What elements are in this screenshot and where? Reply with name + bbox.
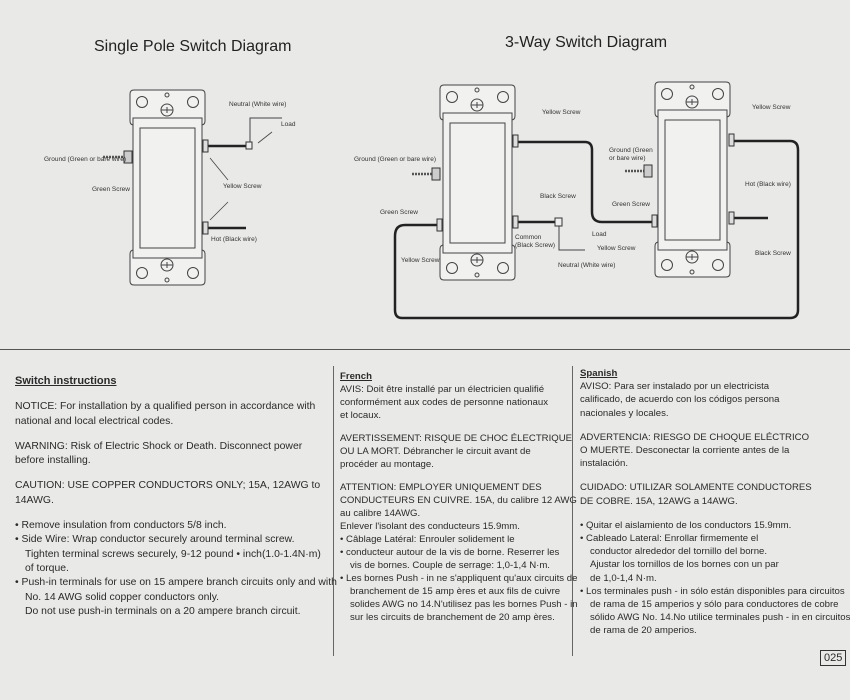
instruction-line: Do not use push-in terminals on a 20 amp… (25, 605, 301, 617)
instructions-spanish: Spanish AVISO: Para ser instalado por un… (580, 367, 850, 638)
label-green-screw-left: Green Screw (380, 209, 418, 216)
instruction-line: sur les circuits de branchement de 20 am… (350, 612, 555, 623)
instruction-line: nacionales y locales. (580, 407, 669, 419)
instruction-line: ADVERTENCIA: RIESGO DE CHOQUE ELÉCTRICO (580, 431, 810, 443)
page-number: 025 (820, 650, 847, 666)
instruction-line: of torque. (25, 562, 69, 574)
instruction-line: sólido AWG No. 14.No utilice terminales … (590, 612, 850, 624)
instruction-line: O MUERTE. Desconectar la corriente antes… (580, 445, 790, 457)
label-ground-left: Ground (Green or bare wire) (354, 156, 436, 163)
instruction-line: conformément aux codes de personne natio… (340, 397, 548, 408)
label-neutral: Neutral (White wire) (229, 101, 286, 108)
label-hot: Hot (Black wire) (211, 236, 257, 243)
instruction-line: before installing. (15, 455, 91, 467)
section-divider (0, 349, 850, 350)
paragraph-gap (580, 470, 850, 481)
paragraph-gap (340, 471, 578, 481)
wiring-diagrams: Neutral (White wire) Load Ground (Green … (44, 81, 800, 320)
paragraph-gap (15, 508, 337, 519)
instruction-line: AVISO: Para ser instalado por un electri… (580, 381, 770, 393)
label-green-screw: Green Screw (92, 186, 130, 193)
instruction-line: instalación. (580, 458, 628, 470)
instruction-line: • Cableado Lateral: Enrollar firmemente … (580, 533, 759, 545)
instruction-line: de rama de 15 amperios y sólo para condu… (590, 599, 839, 611)
label-green-screw-right: Green Screw (612, 201, 650, 208)
label-ground-right: Ground (Green (609, 147, 653, 154)
instruction-line: CONDUCTEURS EN CUIVRE. 15A, du calibre 1… (340, 495, 577, 506)
heading-english: Switch instructions (15, 375, 117, 387)
paragraph-gap (15, 429, 337, 440)
instruction-line: • Side Wire: Wrap conductor securely aro… (15, 534, 295, 546)
label-ground: Ground (Green or bare wire) (44, 156, 126, 163)
paragraph-gap (15, 468, 337, 479)
instruction-line: calificado, de acuerdo con los códigos p… (580, 394, 780, 406)
instruction-line: CUIDADO: UTILIZAR SOLAMENTE CONDUCTORES (580, 482, 812, 494)
instruction-line: de 1,0-1,4 N·m. (590, 572, 657, 584)
instruction-line: au calibre 14AWG. (340, 508, 421, 519)
instruction-line: de rama de 20 amperios. (590, 625, 697, 637)
instruction-line: conductor alrededor del tornillo del bor… (590, 546, 768, 558)
label-common-black-screw: (Black Screw) (515, 242, 555, 249)
instruction-line: DE COBRE. 15A, 12AWG a 14AWG. (580, 495, 738, 507)
instruction-line: WARNING: Risk of Electric Shock or Death… (15, 440, 303, 452)
single-pole-title: Single Pole Switch Diagram (94, 38, 292, 55)
instruction-line: procéder au montage. (340, 459, 434, 470)
column-divider (572, 366, 573, 656)
label-yellow-screw-right-top: Yellow Screw (752, 104, 791, 111)
instruction-line: national and local electrical codes. (15, 415, 174, 427)
instruction-line: branchement de 15 amp ères et aux fils d… (350, 586, 561, 597)
single-pole-switch: Neutral (White wire) Load Ground (Green … (44, 89, 296, 286)
paragraph-gap (580, 420, 850, 431)
instruction-line: • Push-in terminals for use on 15 ampere… (15, 577, 337, 589)
instruction-line: ATTENTION: EMPLOYER UNIQUEMENT DES (340, 482, 542, 493)
paragraph-gap (340, 422, 578, 432)
instruction-line: • Los terminales push - in sólo están di… (580, 585, 845, 597)
three-way-switches: Yellow Screw Ground (Green or bare wire)… (354, 81, 800, 320)
instruction-line: Tighten terminal screws securely, 9-12 p… (25, 548, 321, 560)
instruction-line: 14AWG. (15, 494, 54, 506)
instruction-line: AVIS: Doit être installé par un électric… (340, 384, 545, 395)
label-neutral-3way: Neutral (White wire) (558, 262, 615, 269)
instruction-line: OU LA MORT. Débrancher le circuit avant … (340, 446, 531, 457)
instruction-line: et locaux. (340, 410, 382, 421)
instruction-line: • Les bornes Push - in ne s'appliquent q… (340, 573, 578, 584)
instruction-line: • conducteur autour de la vis de borne. … (340, 547, 560, 558)
label-ground-right-2: or bare wire) (609, 155, 645, 162)
label-yellow-screw-left-bottom: Yellow Screw (401, 257, 440, 264)
label-yellow-screw-1: Yellow Screw (542, 109, 581, 116)
instruction-line: CAUTION: USE COPPER CONDUCTORS ONLY; 15A… (15, 480, 321, 492)
instruction-line: Enlever l'isolant des conducteurs 15.9mm… (340, 521, 520, 532)
instruction-line: Ajustar los tornillos de los bornes con … (590, 559, 779, 571)
label-yellow-screw: Yellow Screw (223, 183, 262, 190)
instruction-line: • Remove insulation from conductors 5/8 … (15, 520, 227, 532)
instruction-line: AVERTISSEMENT: RISQUE DE CHOC ÉLECTRIQUE (340, 433, 573, 444)
label-common: Common (515, 234, 542, 241)
instruction-line: • Quitar el aislamiento de los conductor… (580, 519, 792, 531)
instructions-english: Switch instructions NOTICE: For installa… (15, 374, 337, 619)
instruction-line: No. 14 AWG solid copper conductors only. (25, 591, 220, 603)
label-black-screw-right: Black Screw (755, 250, 791, 257)
label-yellow-screw-right-bottom: Yellow Screw (597, 245, 636, 252)
three-way-title: 3-Way Switch Diagram (505, 34, 668, 51)
label-black-screw-left: Black Screw (540, 193, 576, 200)
instruction-line: NOTICE: For installation by a qualified … (15, 401, 316, 413)
instruction-line: • Câblage Latéral: Enrouler solidement l… (340, 534, 515, 545)
label-hot-3way: Hot (Black wire) (745, 181, 791, 188)
instructions-french: French AVIS: Doit être installé par un é… (340, 370, 578, 624)
label-load: Load (281, 121, 296, 128)
instruction-line: vis de bornes. Couple de serrage: 1,0-1,… (350, 560, 550, 571)
instruction-line: solides AWG no 14.N'utilisez pas les bor… (350, 599, 578, 610)
heading-french: French (340, 371, 372, 382)
column-divider (333, 366, 334, 656)
paragraph-gap (580, 508, 850, 519)
label-load-3way: Load (592, 231, 607, 238)
heading-spanish: Spanish (580, 368, 618, 379)
